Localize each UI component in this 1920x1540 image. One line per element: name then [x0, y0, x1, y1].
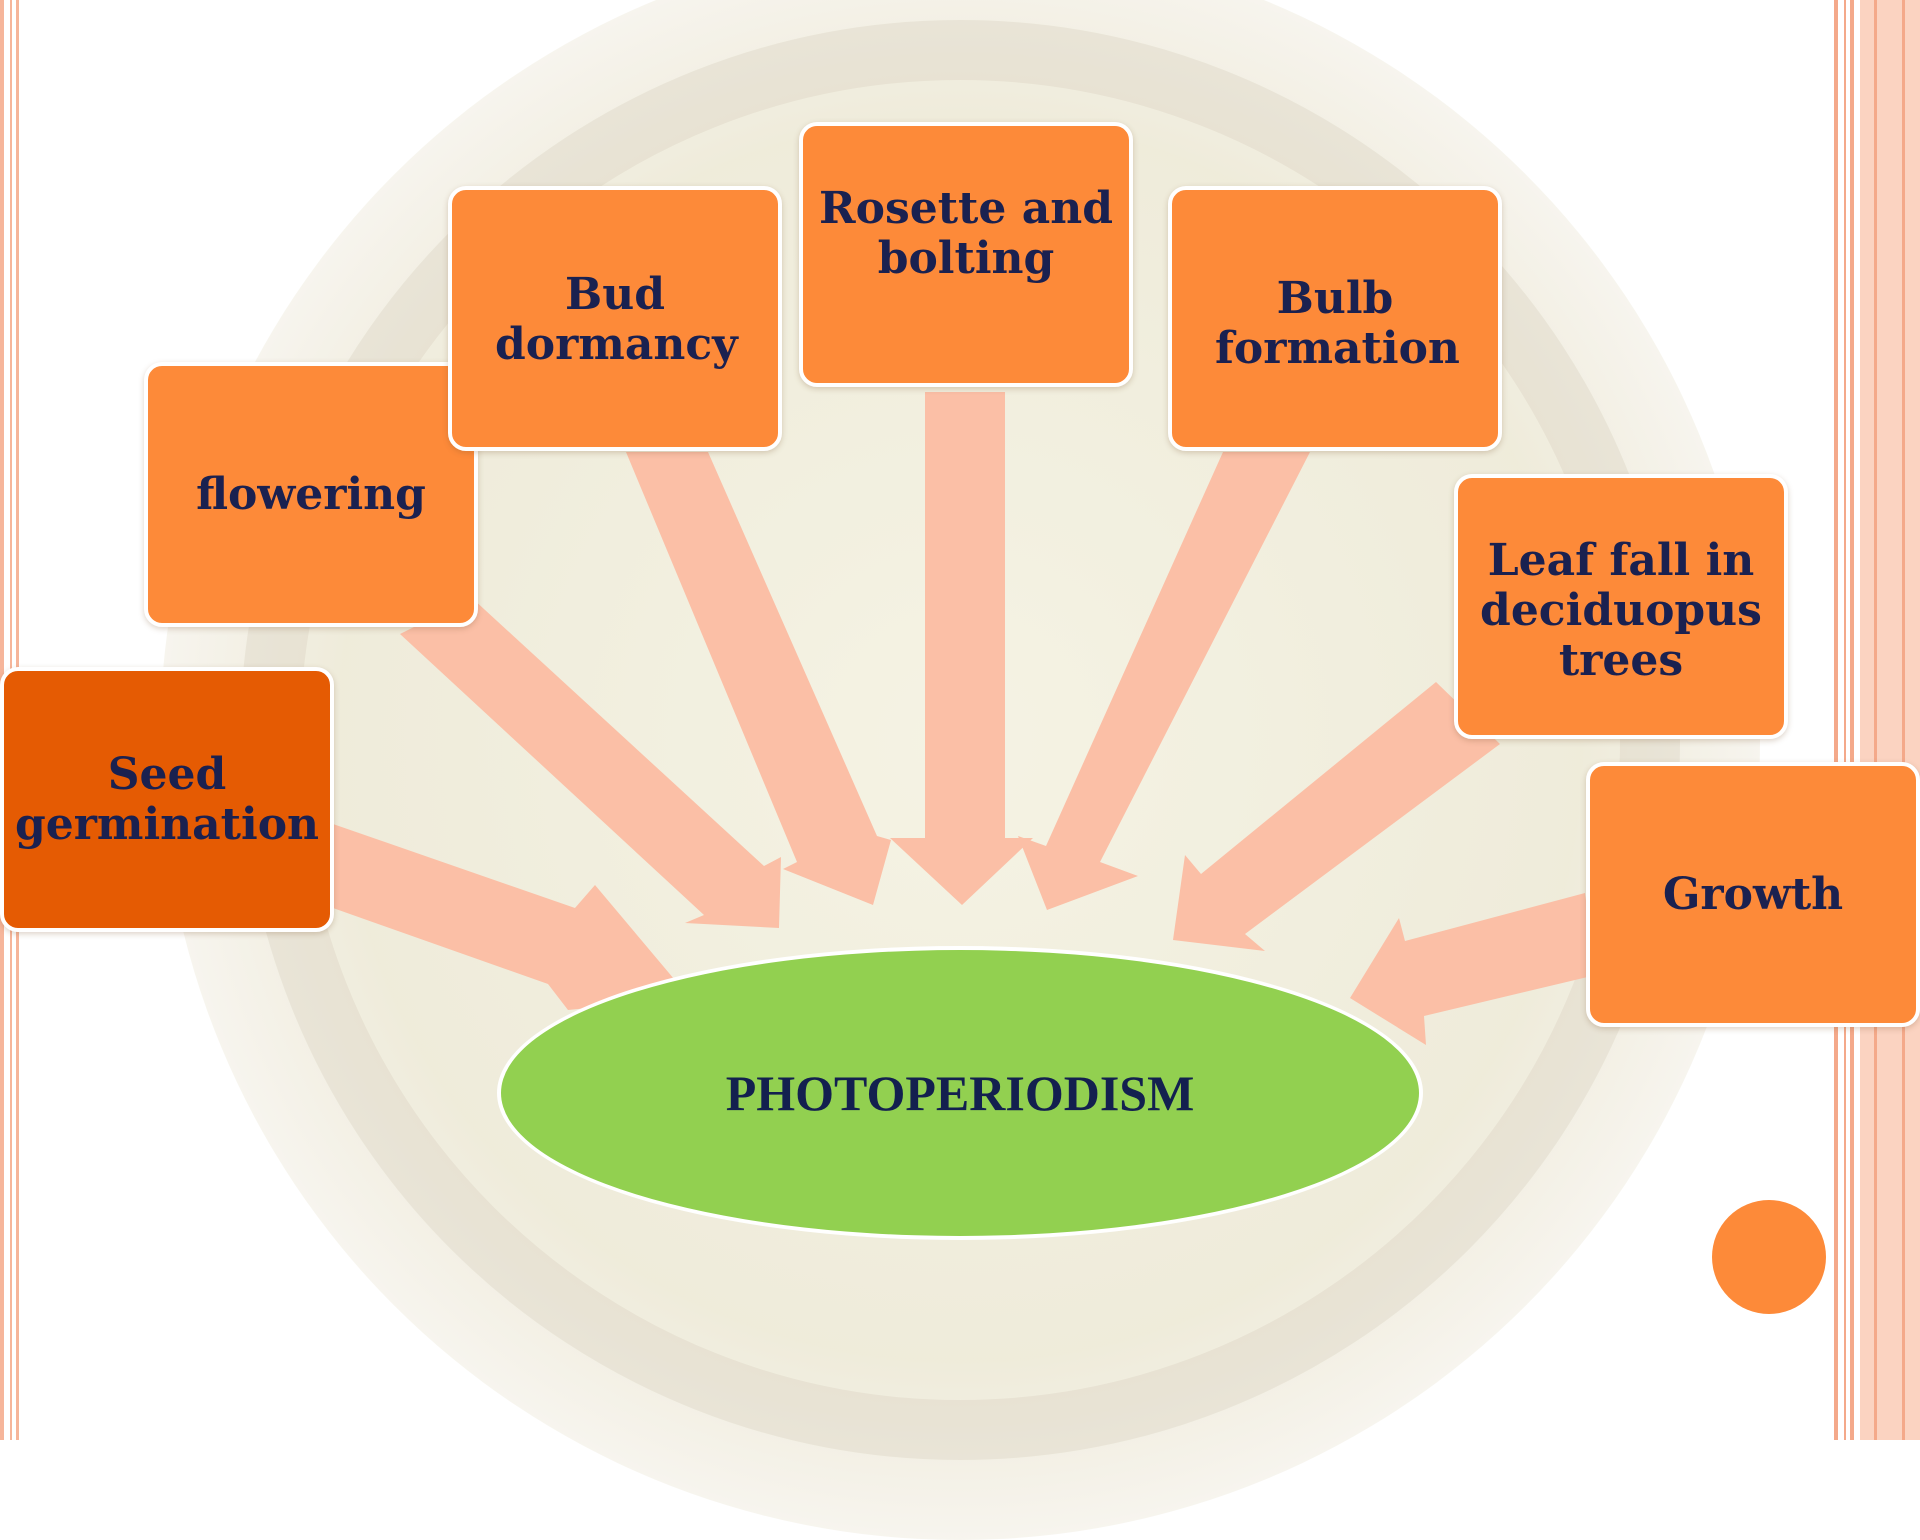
node-label: Leaf fall in deciduopus trees [1480, 535, 1762, 686]
node-label: flowering [196, 468, 426, 520]
center-ellipse: PHOTOPERIODISM [497, 946, 1423, 1240]
right-border-stripe [1902, 0, 1905, 1440]
arrow-bud [626, 452, 891, 905]
node-label: Rosette and bolting [819, 183, 1113, 284]
right-border-stripe [1834, 0, 1838, 1440]
arrow-seed [333, 824, 690, 1010]
node-label: Growth [1662, 868, 1844, 920]
right-border-stripe [1860, 0, 1920, 1440]
node-bulb-formation: Bulb formation [1168, 186, 1502, 451]
node-growth: Growth [1586, 762, 1920, 1027]
node-flowering: flowering [144, 362, 478, 627]
node-rosette-and-bolting: Rosette and bolting [799, 122, 1133, 387]
right-border-stripe [1844, 0, 1846, 1440]
arrow-flowering [400, 598, 781, 928]
right-border-stripe [1874, 0, 1877, 1440]
node-bud-dormancy: Bud dormancy [448, 186, 782, 451]
arrow-bulb [1018, 452, 1310, 910]
node-label: Seed germination [14, 748, 320, 850]
arrow-growth [1350, 893, 1596, 1045]
center-label: PHOTOPERIODISM [725, 1065, 1195, 1121]
arrows-layer [333, 392, 1596, 1045]
arrow-rosette [890, 392, 1033, 905]
node-leaf-fall: Leaf fall in deciduopus trees [1454, 474, 1788, 739]
decorative-circle [1712, 1200, 1826, 1314]
node-seed-germination: Seed germination [0, 667, 334, 932]
node-label: Bud dormancy [495, 269, 738, 370]
node-label: Bulb formation [1215, 273, 1460, 374]
right-border-stripe [1850, 0, 1854, 1440]
arrow-leaf [1173, 682, 1500, 951]
